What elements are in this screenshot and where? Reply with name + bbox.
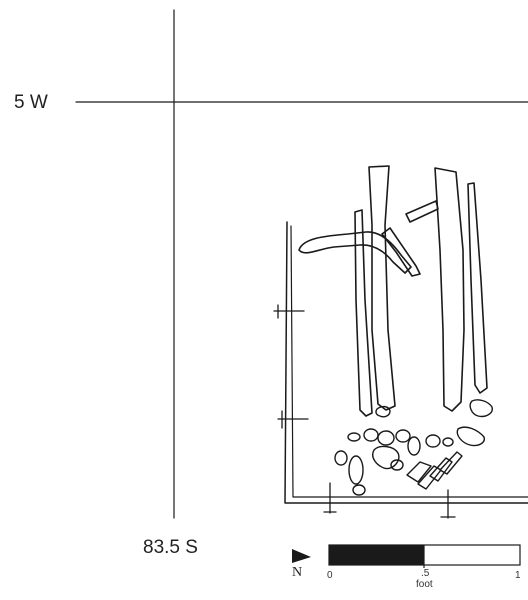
datum-pin-floor-right bbox=[440, 489, 456, 519]
long-bone-4 bbox=[467, 182, 488, 394]
north-arrow-icon bbox=[292, 549, 311, 563]
scale-tick-one: 1 bbox=[515, 570, 521, 581]
scale-bar-filled-half bbox=[329, 545, 425, 565]
bone-fragment-diagonal bbox=[381, 227, 421, 277]
scale-bar bbox=[328, 544, 521, 568]
scale-tick-zero: 0 bbox=[327, 570, 333, 581]
long-bone-1 bbox=[368, 165, 396, 411]
unit-wall-left-inner bbox=[290, 225, 528, 498]
scale-unit-label: foot bbox=[416, 579, 433, 590]
datum-pin-lower bbox=[277, 410, 309, 429]
long-bone-2 bbox=[354, 209, 373, 417]
north-arrow-label: N bbox=[292, 565, 303, 580]
bone-fragment-cluster bbox=[334, 399, 493, 496]
bone-fragment-small bbox=[405, 200, 439, 223]
grid-label-south: 83.5 S bbox=[143, 537, 198, 558]
north-arrow bbox=[292, 549, 311, 563]
unit-wall-left bbox=[284, 221, 528, 504]
grid-label-west: 5 W bbox=[14, 92, 48, 113]
scale-tick-half: .5 bbox=[421, 568, 430, 579]
datum-pin-upper bbox=[273, 304, 305, 319]
datum-pin-floor-left bbox=[323, 482, 337, 514]
long-bone-3 bbox=[434, 167, 465, 412]
